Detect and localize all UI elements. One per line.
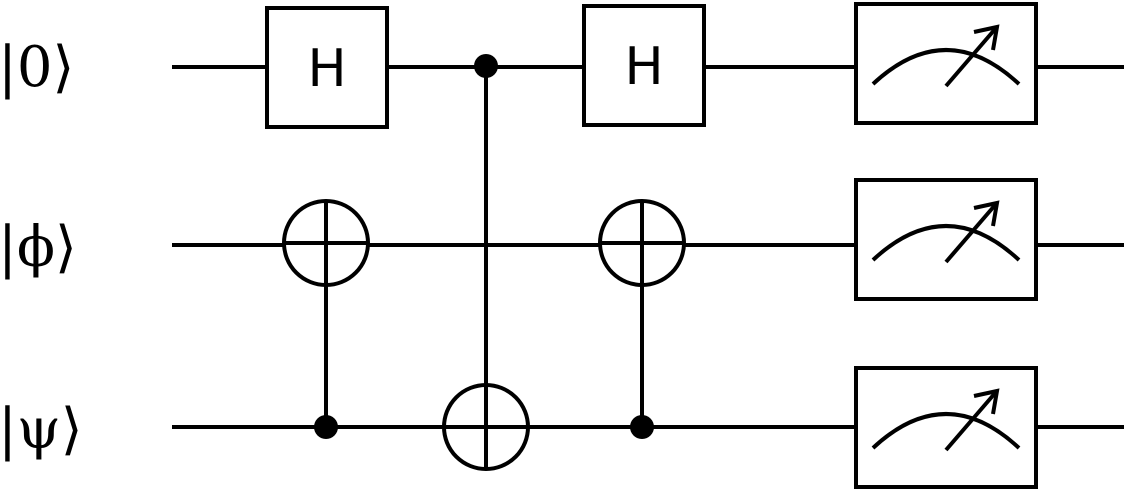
meter-arc-icon <box>871 224 1021 262</box>
cnot-gate-1 <box>282 199 370 439</box>
hadamard-gate-2: H <box>582 4 706 127</box>
measurement-gate-phi <box>854 178 1038 301</box>
hadamard-gate-1-label: H <box>307 39 346 99</box>
meter-needle-icon <box>944 202 998 264</box>
meter-needle-icon <box>944 26 998 88</box>
cnot-gate-2 <box>442 54 530 471</box>
measurement-gate-psi <box>854 366 1038 489</box>
qubit-label-phi: |ϕ⟩ <box>0 215 77 280</box>
qubit-labels: |0⟩ |ϕ⟩ |ψ⟩ <box>0 35 83 462</box>
qubit-label-0: |0⟩ <box>0 35 74 100</box>
meter-arc-icon <box>871 48 1021 86</box>
cnot-gate-3-control <box>630 415 654 439</box>
meter-needle-icon <box>944 390 998 452</box>
cnot-gate-1-control <box>314 415 338 439</box>
measurement-gate-0 <box>854 2 1038 125</box>
cnot-gate-2-control <box>474 54 498 78</box>
hadamard-gate-1: H <box>265 6 389 129</box>
qubit-label-psi: |ψ⟩ <box>0 397 83 462</box>
meter-arc-icon <box>871 412 1021 450</box>
cnot-gate-3 <box>598 199 686 439</box>
hadamard-gate-2-label: H <box>624 37 663 97</box>
